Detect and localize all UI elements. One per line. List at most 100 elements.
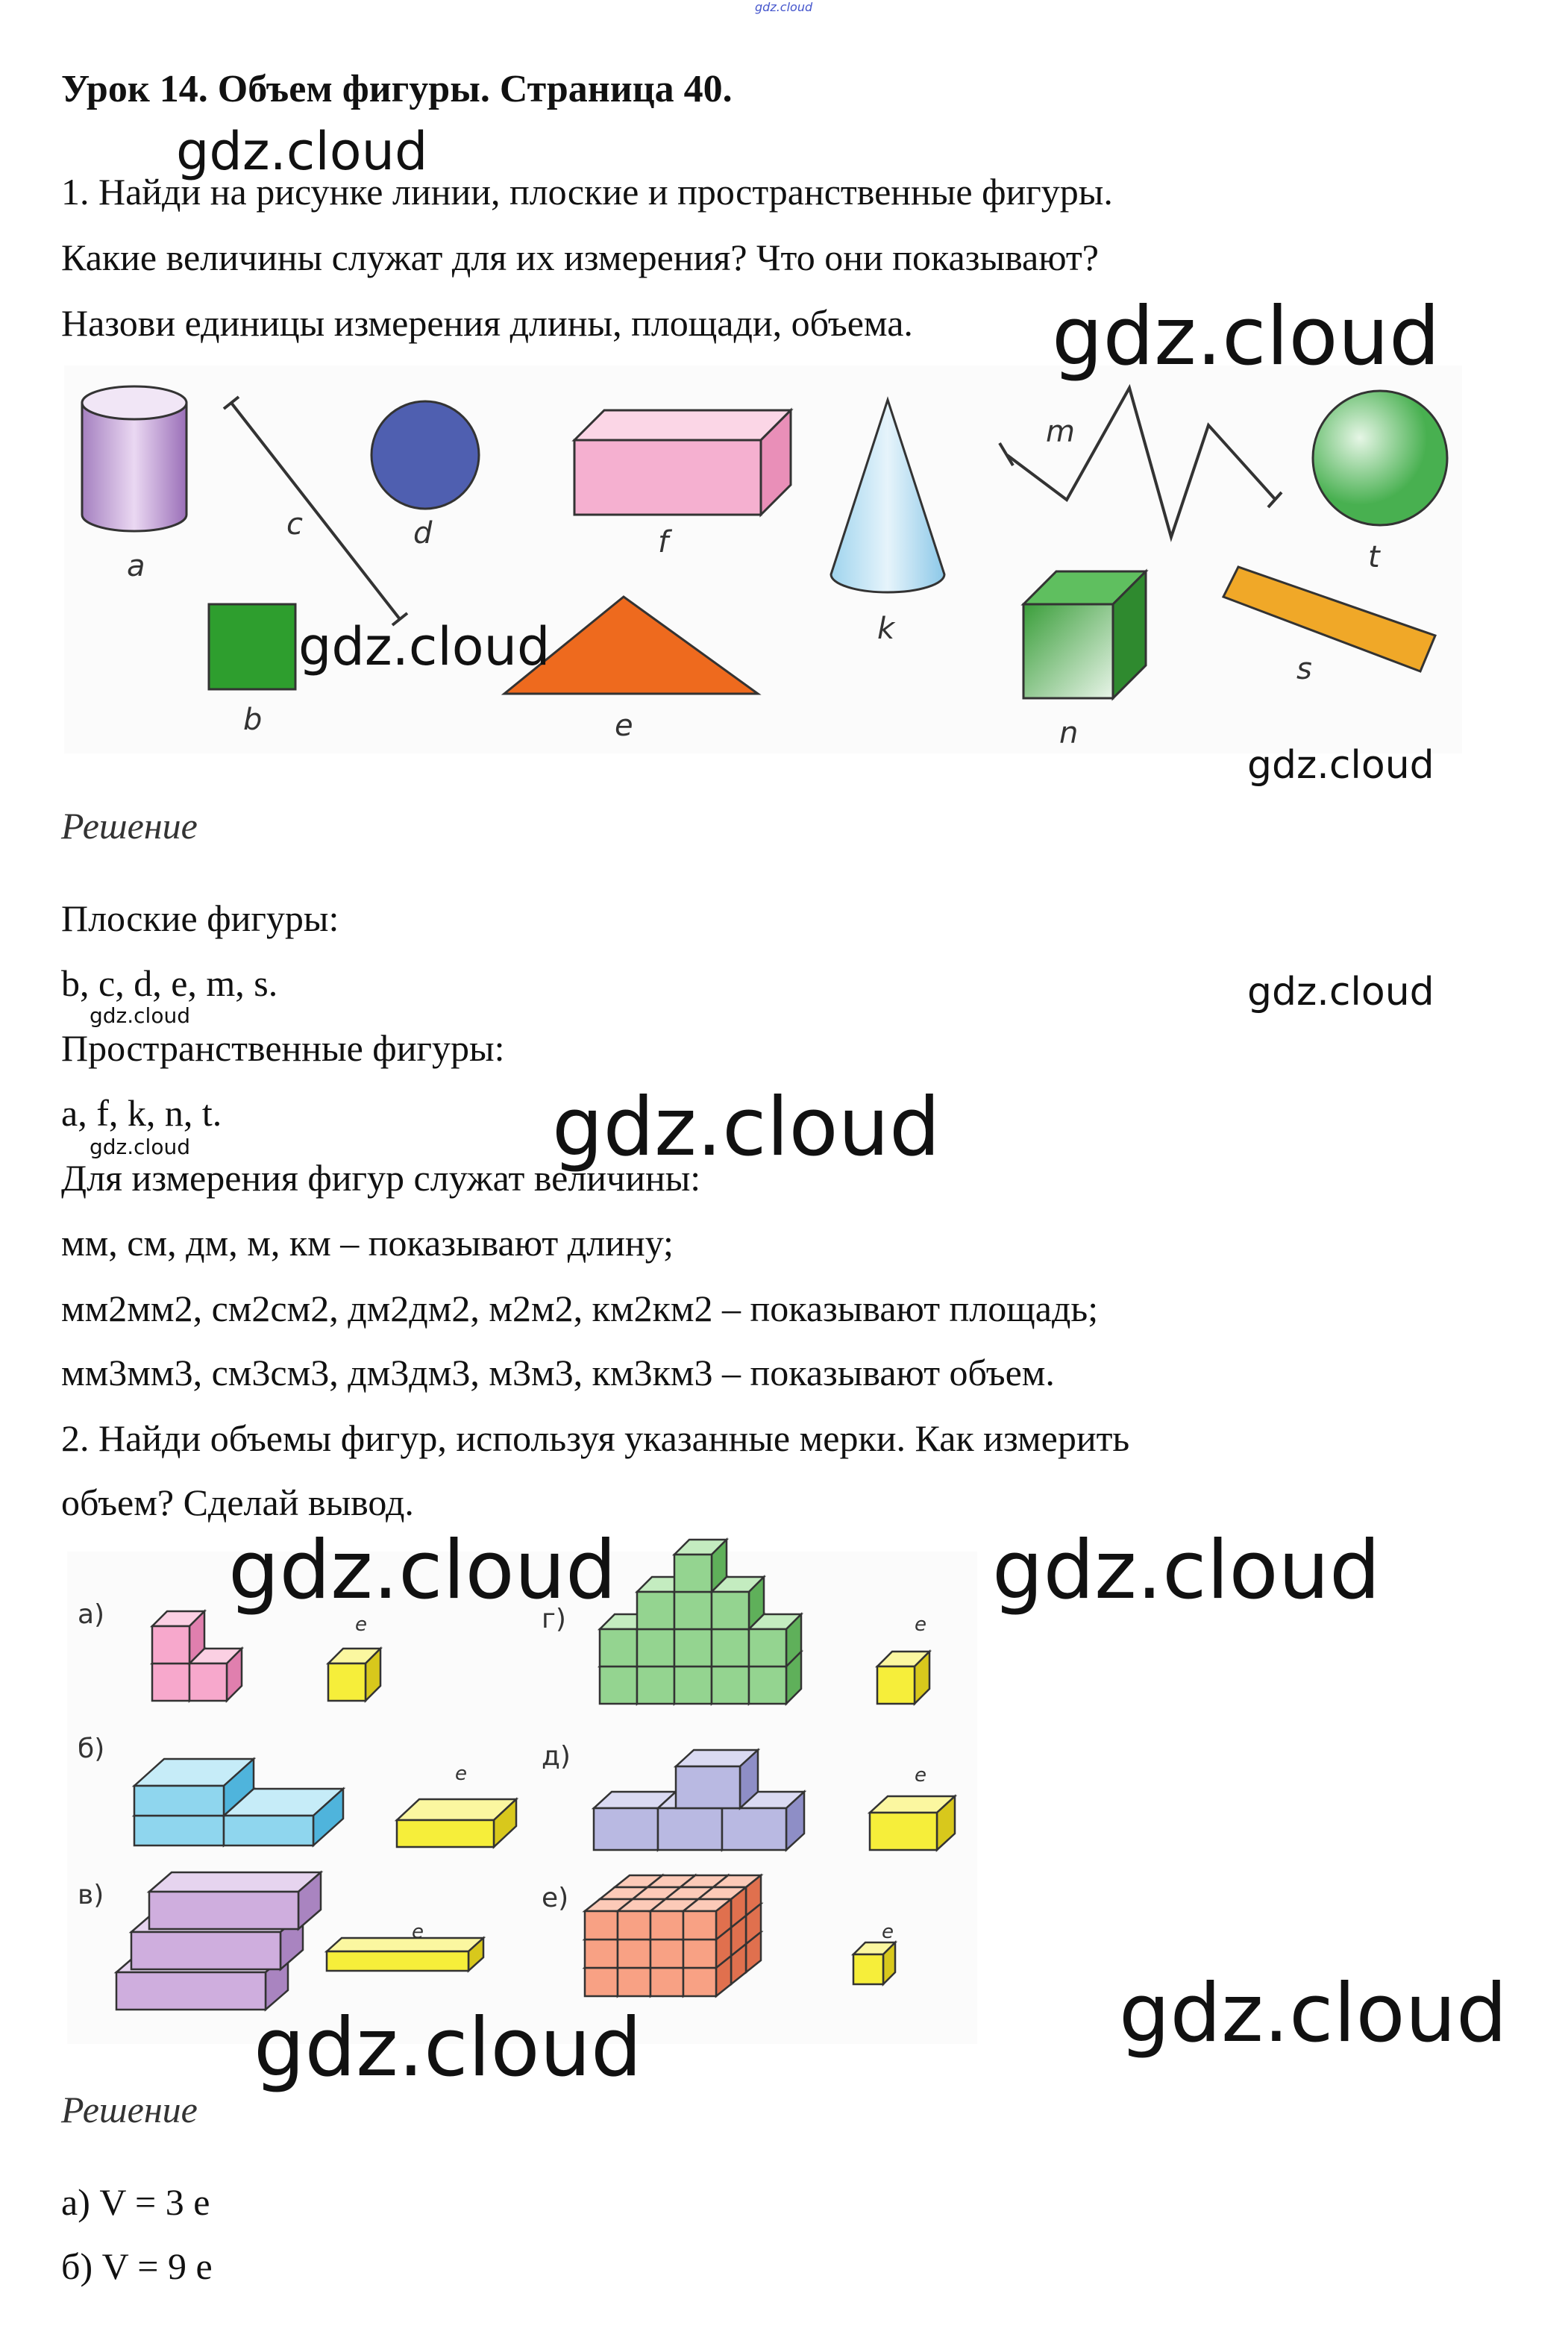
cube-front (710, 1628, 750, 1668)
cube-front (682, 1938, 718, 1969)
solution1-line: мм2мм2, см2см2, дм2дм2, м2м2, км2км2 – п… (61, 1288, 1099, 1329)
cube-front (649, 1938, 685, 1969)
brick-front (133, 1784, 225, 1817)
cube-front (673, 1553, 713, 1593)
solution1-line: b, c, d, e, m, s. (61, 962, 278, 1004)
cube-front (673, 1665, 713, 1705)
slab-top (146, 1871, 324, 1893)
task2-line-1: 2. Найди объемы фигур, используя указанн… (61, 1417, 1130, 1459)
cylinder-a (81, 385, 188, 533)
part-label-d: д) (542, 1741, 571, 1772)
label-n: n (1059, 716, 1078, 750)
solution1-line: Пространственные фигуры: (61, 1027, 505, 1069)
cube-front (636, 1590, 676, 1631)
block-front (656, 1807, 724, 1851)
strip-s (1221, 565, 1437, 673)
solution1-line: Для измерения фигур служат величины: (61, 1157, 701, 1199)
unit-label-a: e (355, 1613, 367, 1636)
cube-front (636, 1628, 676, 1668)
block-front (674, 1765, 741, 1810)
segment-c (222, 395, 409, 627)
cube-front (682, 1966, 718, 1998)
cube-front (598, 1628, 639, 1668)
unit-cube-front (876, 1665, 916, 1705)
watermark: gdz.cloud (176, 121, 428, 182)
part-label-b: б) (78, 1734, 104, 1764)
cone-k (830, 396, 946, 594)
cube-front (616, 1966, 652, 1998)
unit-cube-front (852, 1953, 885, 1986)
volume-blocks (113, 1537, 958, 2012)
circle-d (370, 400, 480, 510)
task1-line-1: 1. Найди на рисунке линии, плоские и про… (61, 171, 1113, 213)
cube-n (1020, 568, 1149, 701)
cube-front (616, 1938, 652, 1969)
label-m: m (1046, 415, 1075, 449)
watermark-top: gdz.cloud (755, 0, 813, 14)
unit-bar-front (325, 1950, 470, 1972)
cube-front (710, 1665, 750, 1705)
cube-front (598, 1665, 639, 1705)
page-title: Урок 14. Объем фигуры. Страница 40. (61, 68, 733, 110)
brick-front (222, 1814, 315, 1847)
watermark: gdz.cloud (298, 616, 551, 677)
cube-front (151, 1662, 191, 1702)
unit-block-front (868, 1811, 938, 1851)
broken-line-m (998, 383, 1283, 542)
watermark: gdz.cloud (90, 1135, 190, 1159)
watermark: gdz.cloud (992, 1524, 1381, 1617)
label-s: s (1296, 652, 1312, 686)
watermark: gdz.cloud (1119, 1967, 1508, 2060)
cube-front (673, 1590, 713, 1631)
block-front (592, 1807, 659, 1851)
square-b (207, 603, 297, 691)
cube-front (682, 1910, 718, 1941)
task2-line-2: объем? Сделай вывод. (61, 1481, 414, 1523)
slab-front (148, 1890, 300, 1931)
cube-front (636, 1665, 676, 1705)
cube-front (747, 1628, 788, 1668)
watermark: gdz.cloud (552, 1081, 941, 1174)
watermark: gdz.cloud (1247, 743, 1434, 788)
part-label-v: в) (78, 1880, 104, 1910)
unit-label-e: e (882, 1921, 894, 1943)
label-a: a (127, 549, 145, 583)
block-front (721, 1807, 788, 1851)
solution2-line: а) V = 3 e (61, 2181, 210, 2223)
cube-front (710, 1590, 750, 1631)
solution1-line: мм, см, дм, м, км – показывают длину; (61, 1222, 674, 1264)
cube-front (583, 1966, 619, 1998)
label-k: k (877, 612, 896, 646)
solution1-line: a, f, k, n, t. (61, 1092, 222, 1134)
part-label-a: а) (78, 1599, 104, 1630)
solution2-line: б) V = 9 e (61, 2245, 213, 2287)
label-e: e (615, 709, 633, 743)
label-c: c (286, 507, 303, 542)
watermark: gdz.cloud (90, 1003, 190, 1028)
unit-brick-front (395, 1819, 495, 1848)
cube-front (649, 1966, 685, 1998)
watermark: gdz.cloud (228, 1524, 617, 1617)
unit-cube-front (327, 1662, 367, 1702)
label-b: b (243, 703, 262, 737)
task1-line-3: Назови единицы измерения длины, площади,… (61, 302, 913, 344)
part-label-e: е) (542, 1883, 568, 1913)
cube-front (649, 1910, 685, 1941)
unit-label-d: e (915, 1764, 926, 1787)
watermark: gdz.cloud (1247, 970, 1434, 1014)
solution1-line: мм3мм3, см3см3, дм3дм3, м3м3, км3км3 – п… (61, 1352, 1055, 1393)
cube-front (583, 1910, 619, 1941)
brick-front (133, 1814, 225, 1847)
task1-line-2: Какие величины служат для их измерения? … (61, 236, 1099, 278)
watermark: gdz.cloud (1052, 290, 1440, 383)
solution1-line: Плоские фигуры: (61, 897, 339, 939)
solution2-heading: Решение (61, 2089, 198, 2130)
sphere-t (1311, 389, 1449, 527)
label-d: d (413, 516, 433, 551)
triangle-e (501, 595, 762, 695)
cube-front (747, 1665, 788, 1705)
unit-label-b: e (455, 1763, 467, 1785)
label-t: t (1368, 540, 1381, 574)
